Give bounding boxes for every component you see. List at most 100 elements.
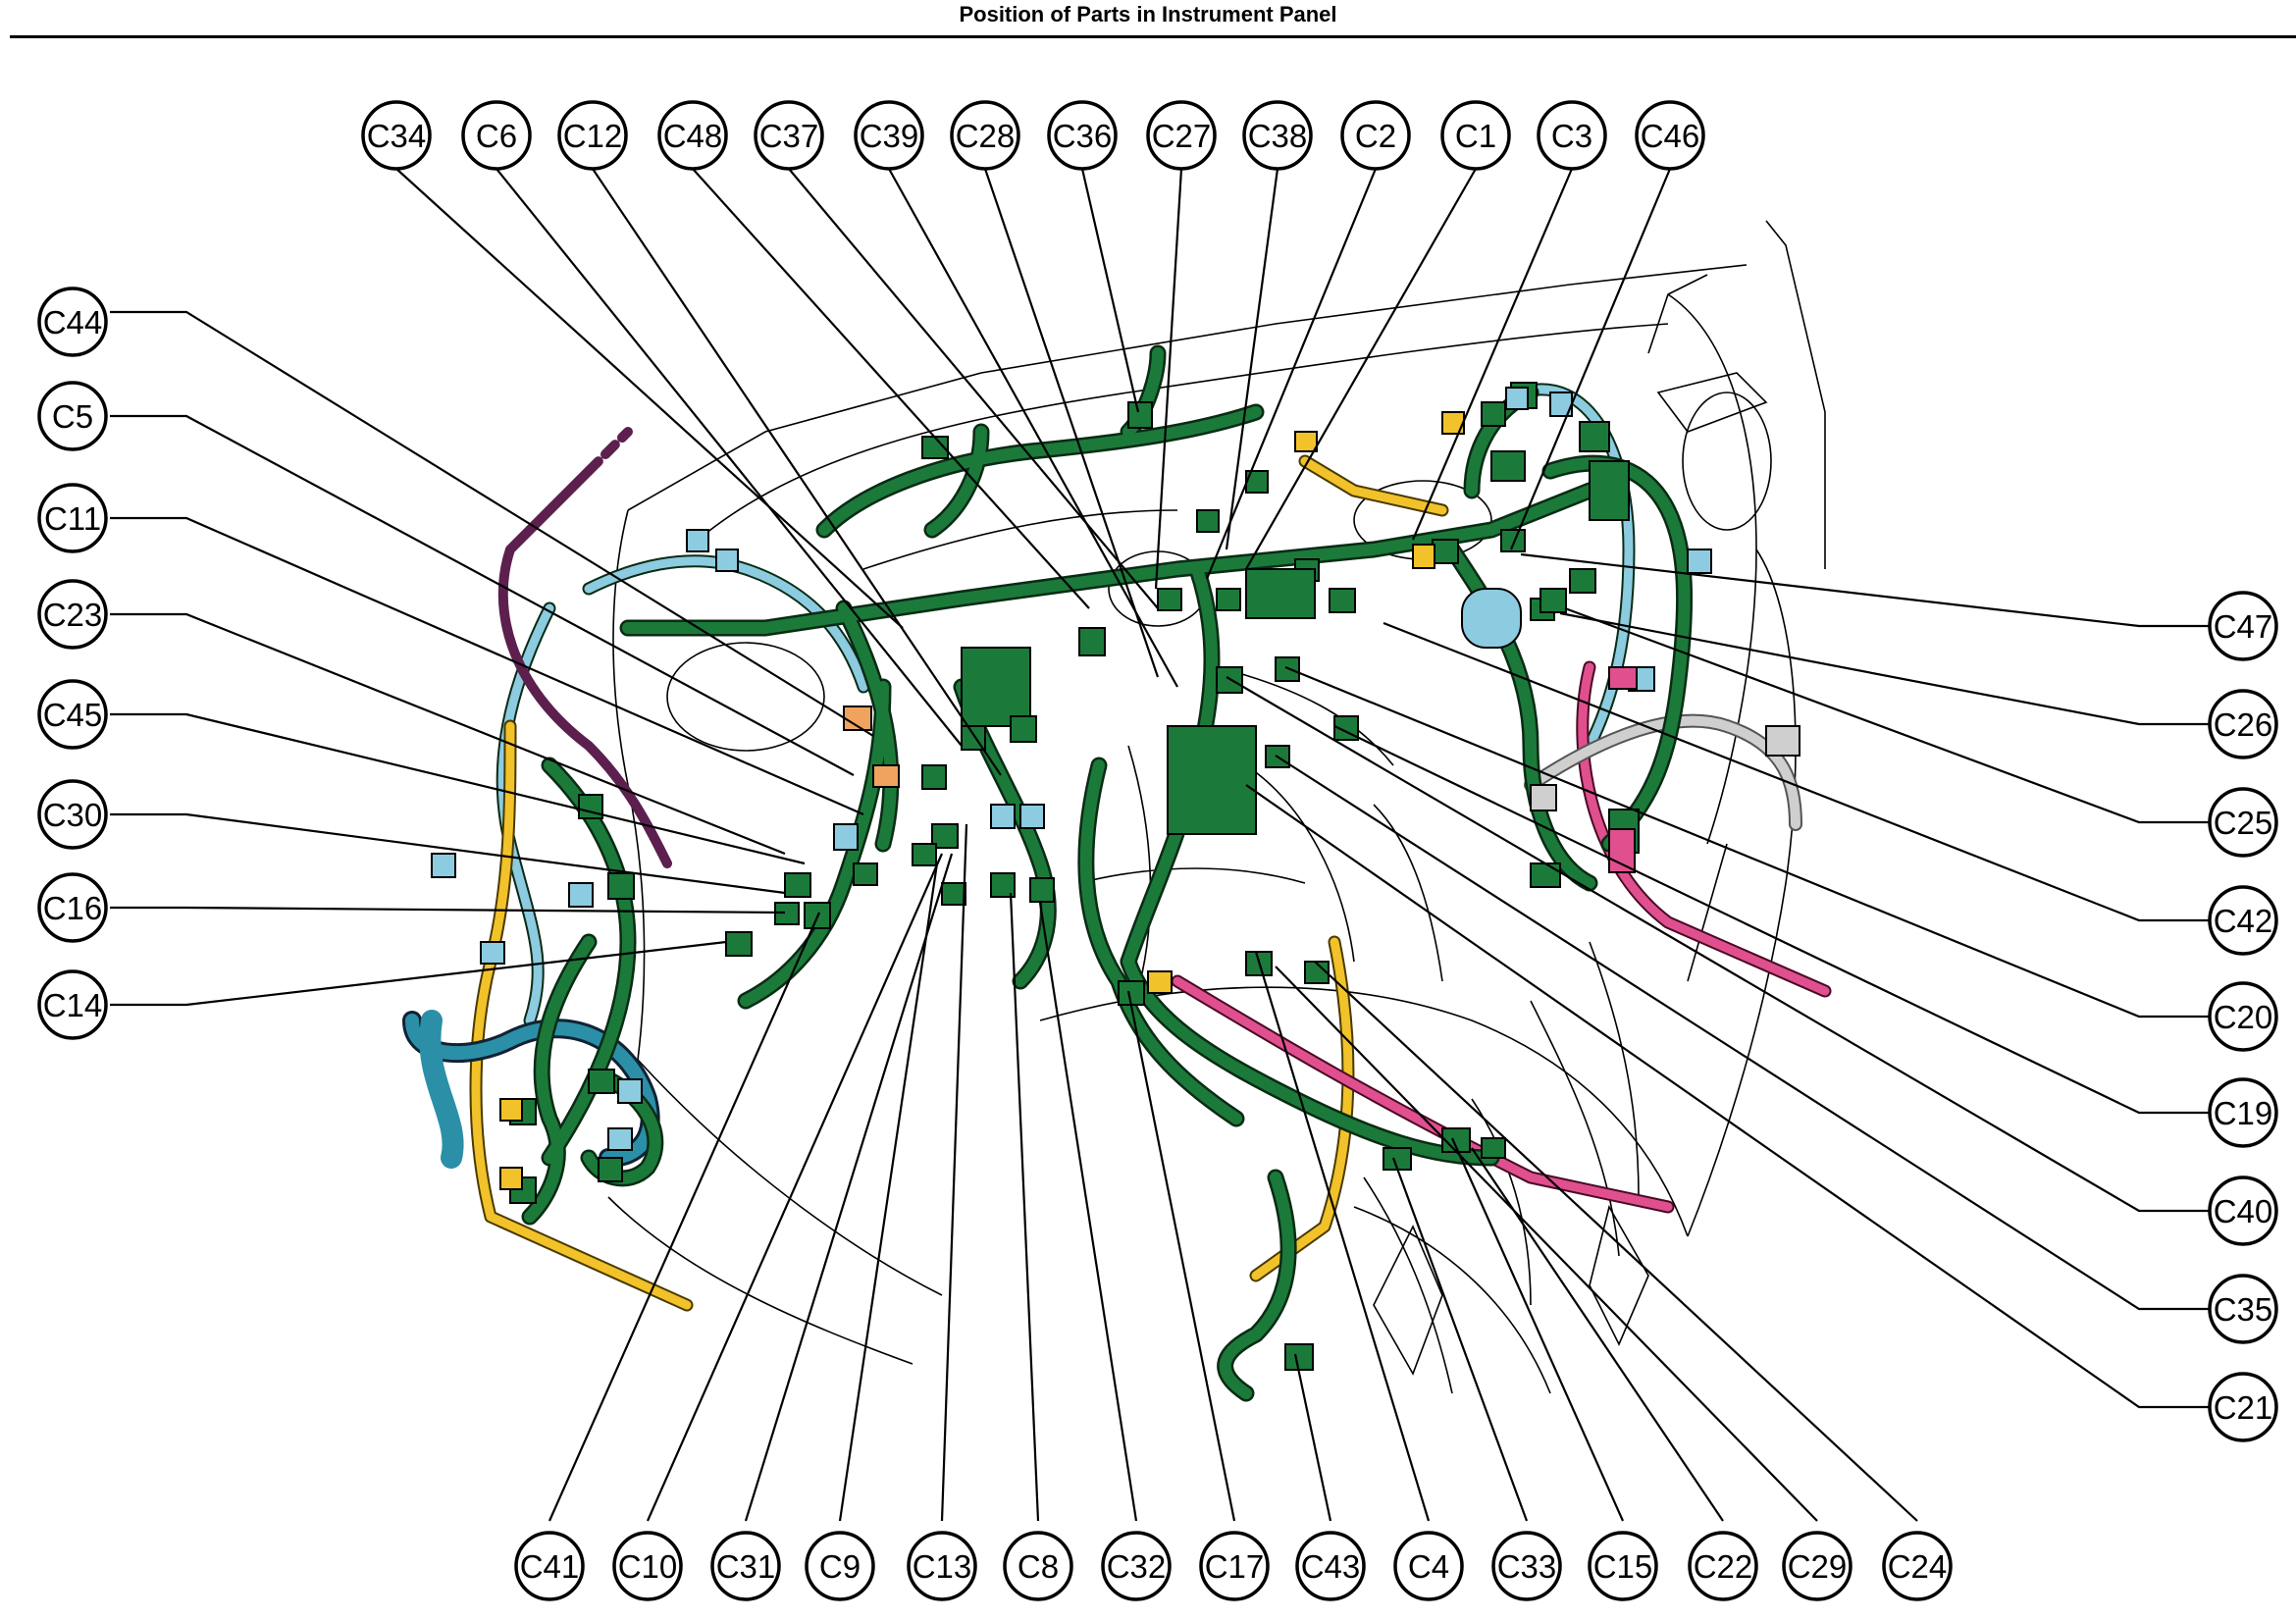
svg-text:C17: C17 xyxy=(1205,1548,1265,1585)
label-C21: C21 xyxy=(2208,1372,2278,1442)
svg-text:C37: C37 xyxy=(759,118,819,154)
label-C30: C30 xyxy=(37,779,108,850)
label-C1: C1 xyxy=(1440,100,1511,171)
label-C8: C8 xyxy=(1003,1531,1073,1601)
svg-text:C48: C48 xyxy=(663,118,723,154)
label-C16: C16 xyxy=(37,872,108,943)
svg-text:C42: C42 xyxy=(2214,903,2273,939)
label-C20: C20 xyxy=(2208,981,2278,1052)
svg-text:C44: C44 xyxy=(43,304,103,340)
label-C29: C29 xyxy=(1782,1531,1852,1601)
label-C37: C37 xyxy=(754,100,824,171)
svg-text:C40: C40 xyxy=(2214,1193,2273,1229)
label-C14: C14 xyxy=(37,969,108,1040)
svg-text:C39: C39 xyxy=(860,118,919,154)
label-C46: C46 xyxy=(1635,100,1705,171)
svg-text:C21: C21 xyxy=(2214,1389,2273,1426)
label-C41: C41 xyxy=(514,1531,585,1601)
label-C5: C5 xyxy=(37,381,108,451)
label-C43: C43 xyxy=(1295,1531,1366,1601)
label-C27: C27 xyxy=(1146,100,1217,171)
label-C39: C39 xyxy=(854,100,924,171)
svg-text:C16: C16 xyxy=(43,890,103,926)
svg-text:C46: C46 xyxy=(1641,118,1700,154)
svg-text:C43: C43 xyxy=(1301,1548,1361,1585)
svg-text:C47: C47 xyxy=(2214,608,2273,645)
dashboard-outline xyxy=(607,220,1826,1394)
label-C2: C2 xyxy=(1340,100,1411,171)
label-C10: C10 xyxy=(612,1531,683,1601)
label-C24: C24 xyxy=(1882,1531,1953,1601)
svg-text:C31: C31 xyxy=(716,1548,776,1585)
svg-text:C22: C22 xyxy=(1694,1548,1753,1585)
svg-text:C5: C5 xyxy=(52,398,93,435)
label-C25: C25 xyxy=(2208,787,2278,858)
label-C35: C35 xyxy=(2208,1274,2278,1344)
label-C19: C19 xyxy=(2208,1077,2278,1148)
svg-text:C12: C12 xyxy=(563,118,623,154)
svg-text:C29: C29 xyxy=(1788,1548,1848,1585)
label-C34: C34 xyxy=(361,100,432,171)
svg-text:C30: C30 xyxy=(43,797,103,833)
label-C22: C22 xyxy=(1688,1531,1758,1601)
label-C3: C3 xyxy=(1537,100,1607,171)
svg-text:C33: C33 xyxy=(1497,1548,1557,1585)
top-labels: C34 C6 C12 C48 C37 C39 C28 C36 C27 C38 C… xyxy=(361,100,1705,171)
label-C12: C12 xyxy=(557,100,628,171)
svg-text:C10: C10 xyxy=(618,1548,678,1585)
svg-text:C23: C23 xyxy=(43,597,103,633)
label-C44: C44 xyxy=(37,287,108,357)
label-C36: C36 xyxy=(1047,100,1118,171)
svg-text:C6: C6 xyxy=(476,118,517,154)
svg-text:C9: C9 xyxy=(819,1548,861,1585)
svg-text:C14: C14 xyxy=(43,987,103,1023)
svg-text:C26: C26 xyxy=(2214,706,2273,743)
svg-text:C15: C15 xyxy=(1593,1548,1653,1585)
svg-text:C1: C1 xyxy=(1455,118,1496,154)
svg-text:C32: C32 xyxy=(1107,1548,1167,1585)
svg-text:C4: C4 xyxy=(1408,1548,1449,1585)
label-C6: C6 xyxy=(461,100,532,171)
svg-text:C45: C45 xyxy=(43,697,103,733)
svg-text:C34: C34 xyxy=(367,118,427,154)
svg-text:C8: C8 xyxy=(1018,1548,1059,1585)
bottom-labels: C41 C10 C31 C9 C13 C8 C32 C17 C43 C4 C33… xyxy=(514,1531,1953,1601)
label-C26: C26 xyxy=(2208,689,2278,759)
label-C28: C28 xyxy=(950,100,1020,171)
leader-lines xyxy=(110,168,2210,1522)
svg-text:C25: C25 xyxy=(2214,805,2273,841)
label-C13: C13 xyxy=(907,1531,977,1601)
label-C48: C48 xyxy=(657,100,728,171)
svg-text:C13: C13 xyxy=(913,1548,972,1585)
label-C17: C17 xyxy=(1199,1531,1270,1601)
left-labels: C44 C5 C11 C23 C45 C30 C16 C14 xyxy=(37,287,108,1040)
svg-text:C38: C38 xyxy=(1248,118,1308,154)
label-C9: C9 xyxy=(805,1531,875,1601)
title-rule xyxy=(10,35,2296,38)
label-C38: C38 xyxy=(1242,100,1313,171)
svg-text:C36: C36 xyxy=(1053,118,1113,154)
label-C42: C42 xyxy=(2208,885,2278,956)
svg-text:C2: C2 xyxy=(1355,118,1396,154)
svg-text:C3: C3 xyxy=(1551,118,1592,154)
diagram-title: Position of Parts in Instrument Panel xyxy=(959,2,1337,26)
label-C32: C32 xyxy=(1101,1531,1172,1601)
svg-text:C20: C20 xyxy=(2214,999,2273,1035)
label-C23: C23 xyxy=(37,579,108,650)
label-C47: C47 xyxy=(2208,591,2278,661)
svg-text:C28: C28 xyxy=(956,118,1016,154)
svg-text:C41: C41 xyxy=(520,1548,580,1585)
label-C15: C15 xyxy=(1588,1531,1658,1601)
svg-text:C24: C24 xyxy=(1888,1548,1948,1585)
svg-text:C27: C27 xyxy=(1152,118,1212,154)
label-C11: C11 xyxy=(37,483,108,553)
label-C33: C33 xyxy=(1491,1531,1562,1601)
label-C40: C40 xyxy=(2208,1176,2278,1246)
label-C4: C4 xyxy=(1393,1531,1464,1601)
svg-text:C19: C19 xyxy=(2214,1095,2273,1131)
svg-text:C35: C35 xyxy=(2214,1291,2273,1328)
svg-text:C11: C11 xyxy=(44,500,101,537)
right-labels: C47 C26 C25 C42 C20 C19 C40 C35 C21 xyxy=(2208,591,2278,1442)
label-C45: C45 xyxy=(37,679,108,750)
